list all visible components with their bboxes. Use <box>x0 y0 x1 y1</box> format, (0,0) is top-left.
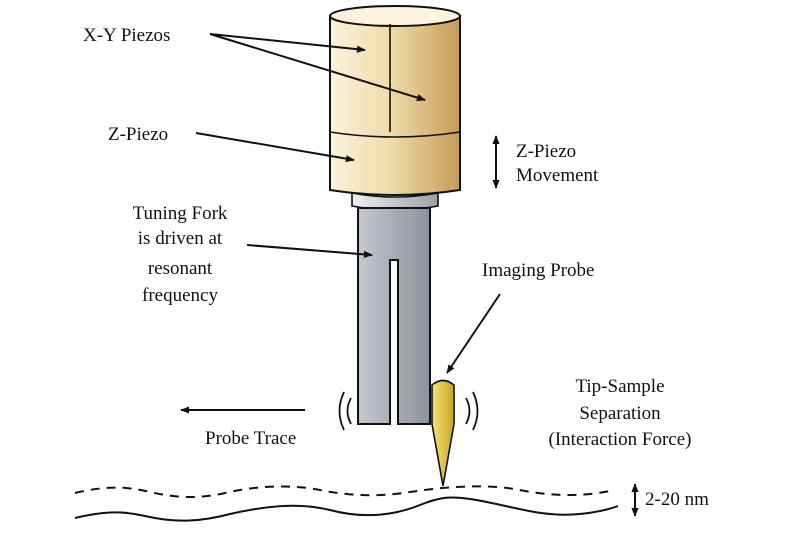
probe-trace-label: Probe Trace <box>205 428 297 449</box>
tip-sample-label-line-2: Separation <box>579 403 661 424</box>
separation-range-label: 2-20 nm <box>645 489 709 510</box>
imaging-probe-arrow <box>446 293 501 374</box>
vibration-marks <box>338 391 479 431</box>
xy-piezos-arrow-1 <box>209 33 366 53</box>
tip-sample-label-line-3: (Interaction Force) <box>548 429 692 450</box>
tuning-fork-arrow <box>246 244 373 258</box>
z-piezo-movement-label-line-2: Movement <box>516 165 599 186</box>
tuning-fork-label-line-3: resonant <box>147 258 213 279</box>
xy-piezos-label: X-Y Piezos <box>83 25 171 46</box>
tuning-fork-label-line-4: frequency <box>142 285 218 306</box>
imaging-probe <box>431 379 455 487</box>
tip-sample-label-line-1: Tip-Sample <box>575 376 665 397</box>
z-piezo-arrow <box>195 132 355 163</box>
tuning-fork <box>357 207 431 425</box>
z-piezo-divider <box>329 131 461 138</box>
z-piezo-movement-label-line-1: Z-Piezo <box>516 141 577 162</box>
tuning-fork-label-line-2: is driven at <box>137 228 223 249</box>
tuning-fork-label-line-1: Tuning Fork <box>132 203 228 224</box>
imaging-probe-label: Imaging Probe <box>482 260 595 281</box>
sample-surface <box>74 496 619 522</box>
probe-trace-line <box>74 485 611 499</box>
xy-piezos-arrow-2 <box>209 33 426 102</box>
annotation-arrows <box>180 33 639 517</box>
piezo-cylinder <box>329 5 461 196</box>
z-piezo-label: Z-Piezo <box>108 124 169 145</box>
